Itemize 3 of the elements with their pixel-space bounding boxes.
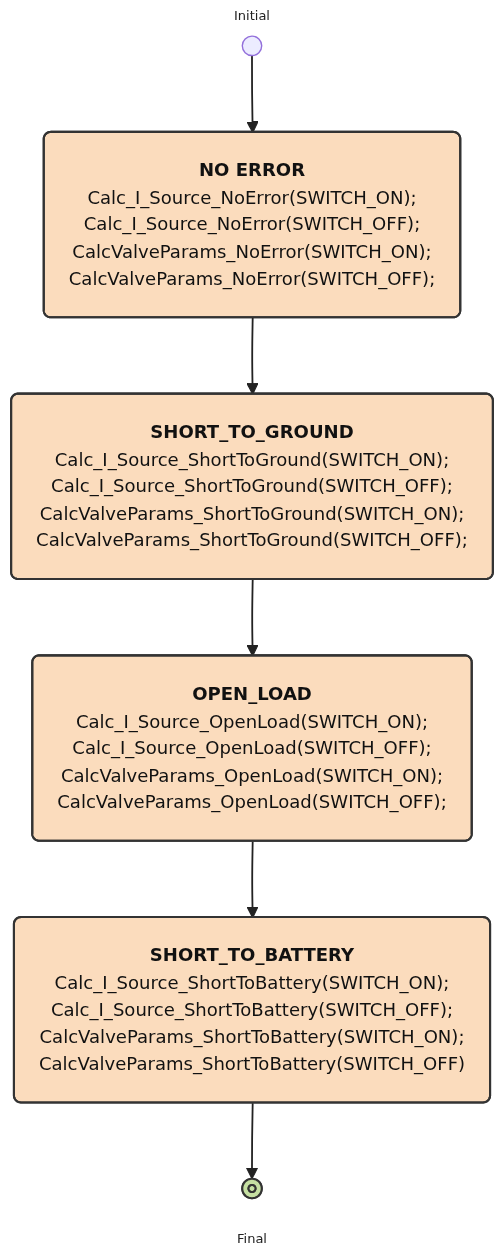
node-circle (241, 35, 263, 57)
state-label: Final (237, 1231, 267, 1246)
state-label: Initial (234, 8, 270, 23)
